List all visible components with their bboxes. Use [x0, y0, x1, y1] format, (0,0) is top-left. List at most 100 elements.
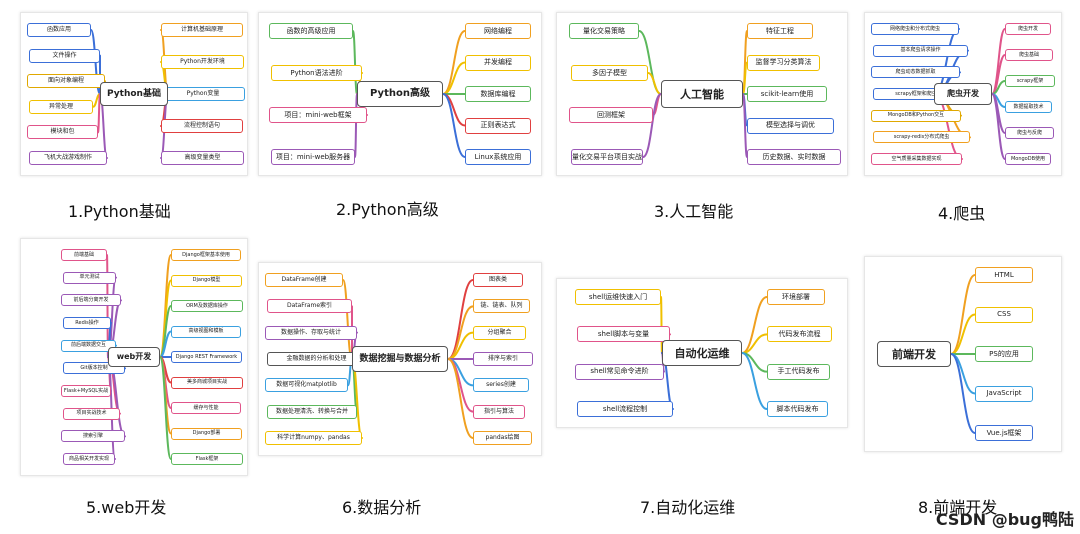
right-branch-node: Python变量 [161, 87, 245, 101]
right-branch-node: 指引与算法 [473, 404, 525, 419]
right-branch-node: 手工代码发布 [767, 363, 830, 380]
right-branch-node: JavaScript [975, 385, 1033, 402]
left-branch-node: 爬虫动态数据抓取 [871, 66, 960, 79]
left-branch-node: 项目：mini-web框架 [269, 107, 367, 123]
branch-lines [638, 30, 748, 158]
right-branch-node: 数据库编程 [465, 86, 531, 102]
right-branch-node: MongoDB使用 [1005, 153, 1051, 165]
right-branch-node: 爬虫基础 [1005, 49, 1053, 61]
center-topic: 爬虫开发 [934, 83, 992, 105]
mindmap-caption-6: 6.数据分析 [342, 498, 422, 517]
right-branch-node: 代码发布流程 [767, 326, 832, 343]
right-branch-node: 流程控制语句 [161, 119, 243, 133]
left-branch-node: 空气质量采集数据实现 [871, 153, 962, 165]
mindmap-caption-5: 5.web开发 [86, 498, 167, 517]
left-branch-node: 量化交易策略 [569, 23, 639, 39]
mindmap-card-7[interactable]: shell运维快速入门 shell脚本与变量 shell常见命令进阶 shell流程控… [556, 278, 848, 428]
left-branch-line [642, 93, 662, 158]
right-branch-node: 正则表达式 [465, 117, 531, 134]
mindmap-caption-7: 7.自动化运维 [640, 498, 736, 517]
right-branch-node: scrapy框架 [1005, 75, 1055, 87]
left-branch-node: 数据操作、存取与统计 [265, 325, 357, 340]
right-branch-node: 历史数据、实时数据 [747, 149, 841, 165]
left-branch-node: shell流程控制 [577, 401, 673, 417]
branch-lines [950, 274, 976, 434]
right-branch-node: 环境部署 [767, 289, 825, 305]
left-branch-node: 模块和包 [27, 125, 98, 140]
right-branch-node: HTML [975, 267, 1033, 283]
left-branch-node: 异常处理 [29, 99, 93, 114]
left-branch-node: shell脚本与变量 [577, 326, 670, 343]
right-branch-line [991, 28, 1006, 95]
right-branch-line [741, 296, 768, 354]
center-topic: Python高级 [357, 81, 443, 107]
right-branch-node: 高级视图和模板 [171, 325, 241, 338]
left-branch-node: 多因子模型 [571, 65, 648, 81]
right-branch-node: 分组聚合 [473, 325, 526, 340]
left-branch-node: 网络爬虫和分布式爬虫 [871, 23, 959, 35]
right-branch-node: 排序与索引 [473, 352, 533, 366]
center-topic: 人工智能 [661, 80, 743, 108]
mindmap-caption-3: 3.人工智能 [654, 202, 734, 221]
right-branch-node: Django部署 [171, 427, 242, 440]
right-branch-node: Django模型 [171, 274, 242, 287]
right-branch-node: 监督学习分类算法 [747, 54, 820, 71]
left-branch-line [97, 93, 101, 134]
right-branch-node: series创建 [473, 378, 529, 393]
right-branch-line [442, 93, 466, 158]
right-branch-node: 高级变量类型 [161, 151, 244, 165]
center-topic: 前端开发 [877, 341, 951, 367]
right-branch-node: scikit-learn使用 [747, 86, 827, 102]
left-branch-node: 商品相关开发实现 [63, 453, 115, 465]
left-branch-node: 前后端数据交互 [61, 339, 116, 352]
left-branch-node: Redis操作 [63, 317, 111, 329]
left-branch-node: shell运维快速入门 [575, 289, 661, 305]
right-branch-node: 计算机基础原理 [161, 23, 243, 37]
left-branch-node: 单元测试 [63, 271, 116, 284]
left-branch-node: 面向对象编程 [27, 74, 105, 89]
left-branch-node: 数据处理清洗、转换与合并 [267, 404, 357, 419]
left-branch-node: DataFrame创建 [265, 273, 343, 287]
right-branch-line [991, 93, 1006, 160]
right-branch-node: 爬虫开发 [1005, 23, 1051, 35]
right-branch-node: Django REST Framework [171, 351, 242, 363]
right-branch-node: Flask框架 [171, 453, 243, 465]
right-branch-node: Vue.js框架 [975, 425, 1033, 441]
left-branch-node: Flask+MySQL实战 [61, 385, 111, 397]
mindmap-card-6[interactable]: DataFrame创建 DataFrame索引数据操作、存取与统计金融数据的分析和… [258, 262, 542, 456]
left-branch-node: 前端基础 [61, 249, 107, 261]
right-branch-line [950, 274, 976, 355]
left-branch-line [342, 279, 353, 360]
left-branch-node: 量化交易平台项目实战 [571, 149, 643, 165]
right-branch-line [742, 93, 748, 158]
left-branch-line [647, 72, 662, 95]
left-branch-node: Python语法进阶 [271, 65, 362, 81]
right-branch-line [741, 352, 768, 410]
left-branch-line [352, 30, 358, 95]
left-branch-node: 金融数据的分析和处理 [267, 352, 366, 366]
mindmap-caption-8: 8.前端开发 [918, 498, 998, 517]
left-branch-node: 搜索引擎 [61, 430, 125, 443]
left-branch-node: shell常见命令进阶 [575, 363, 664, 380]
left-branch-node: DataFrame索引 [267, 299, 352, 314]
watermark: CSDN @bug鸭陆 [935, 510, 1074, 529]
right-branch-line [159, 356, 172, 460]
left-branch-node: 函数应用 [27, 23, 91, 37]
left-branch-node: 基本爬虫请求操作 [873, 44, 968, 57]
right-branch-line [447, 358, 474, 439]
right-branch-node: ORM及数据库操作 [171, 300, 243, 312]
left-branch-line [660, 296, 663, 354]
right-branch-node: 数据提取技术 [1005, 101, 1052, 113]
left-branch-node: 文件操作 [29, 48, 100, 63]
right-branch-node: Django框架基本使用 [171, 249, 241, 261]
right-branch-node: 爬虫与反爬 [1005, 127, 1054, 139]
left-branch-node: 项目：mini-web服务器 [271, 149, 355, 165]
right-branch-node: 链、链表、队列 [473, 299, 530, 314]
left-branch-node: 数据可视化matplotlib [265, 378, 348, 393]
